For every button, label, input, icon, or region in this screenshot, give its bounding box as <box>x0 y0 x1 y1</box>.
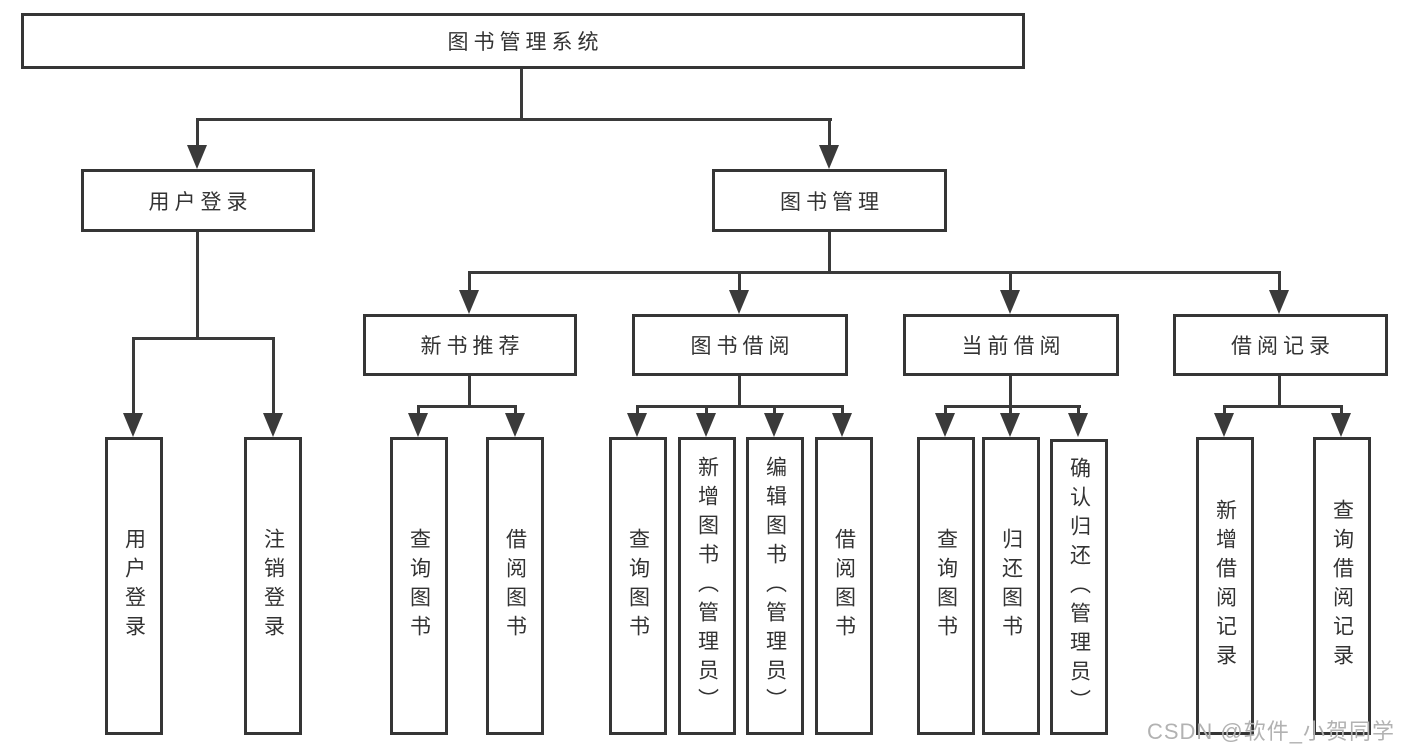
arrow-down-icon <box>123 413 143 437</box>
connector-arrow-shaft-book-borrow <box>738 271 741 293</box>
connector-book-mgmt-split <box>468 271 1281 274</box>
leaf-query-book-borrow: 查询图书 <box>609 437 667 735</box>
arrow-down-icon <box>1000 413 1020 437</box>
connector-arrow-shaft-leaf-user-login <box>132 337 135 415</box>
node-user-login: 用户登录 <box>81 169 315 232</box>
leaf-return-book: 归还图书 <box>982 437 1040 735</box>
connector-book-borrow-trunk <box>738 376 741 408</box>
node-book-borrow: 图书借阅 <box>632 314 848 376</box>
connector-arrow-shaft <box>514 405 517 417</box>
arrow-down-icon <box>505 413 525 437</box>
arrow-down-icon <box>408 413 428 437</box>
arrow-down-icon <box>832 413 852 437</box>
connector-borrow-records-split <box>1223 405 1343 408</box>
leaf-borrow-book-recommend: 借阅图书 <box>486 437 544 735</box>
connector-new-book-rec-split <box>417 405 517 408</box>
connector-arrow-shaft <box>1077 405 1080 417</box>
arrow-down-icon <box>263 413 283 437</box>
arrow-down-icon <box>729 290 749 314</box>
connector-root-trunk <box>520 69 523 118</box>
connector-user-login-split <box>132 337 275 340</box>
leaf-user-login: 用户登录 <box>105 437 163 735</box>
connector-arrow-shaft <box>944 405 947 417</box>
leaf-confirm-return-admin: 确认归还（管理员） <box>1050 439 1108 735</box>
arrow-down-icon <box>1000 290 1020 314</box>
arrow-down-icon <box>1214 413 1234 437</box>
connector-arrow-shaft <box>841 405 844 417</box>
connector-arrow-shaft <box>773 405 776 417</box>
arrow-down-icon <box>696 413 716 437</box>
connector-current-borrow-split <box>944 405 1081 408</box>
arrow-down-icon <box>1269 290 1289 314</box>
leaf-logout: 注销登录 <box>244 437 302 735</box>
leaf-add-book-admin: 新增图书（管理员） <box>678 437 736 735</box>
arrow-down-icon <box>819 145 839 169</box>
connector-arrow-shaft-borrow-records <box>1278 271 1281 293</box>
connector-arrow-shaft-current-borrow <box>1009 271 1012 293</box>
arrow-down-icon <box>764 413 784 437</box>
connector-arrow-shaft <box>705 405 708 417</box>
node-borrow-records: 借阅记录 <box>1173 314 1388 376</box>
connector-arrow-shaft-book-mgmt <box>828 118 831 148</box>
connector-current-borrow-trunk <box>1009 376 1012 408</box>
connector-borrow-records-trunk <box>1278 376 1281 408</box>
connector-arrow-shaft-user-login <box>196 118 199 148</box>
connector-arrow-shaft <box>1009 405 1012 417</box>
leaf-edit-book-admin: 编辑图书（管理员） <box>746 437 804 735</box>
leaf-borrow-book-borrow: 借阅图书 <box>815 437 873 735</box>
connector-new-book-rec-trunk <box>468 376 471 408</box>
leaf-query-borrow-record: 查询借阅记录 <box>1313 437 1371 735</box>
leaf-query-book-current: 查询图书 <box>917 437 975 735</box>
arrow-down-icon <box>627 413 647 437</box>
node-book-mgmt: 图书管理 <box>712 169 947 232</box>
arrow-down-icon <box>187 145 207 169</box>
connector-root-split <box>196 118 832 121</box>
arrow-down-icon <box>1068 413 1088 437</box>
csdn-watermark: CSDN @软件_小贺同学 <box>1146 719 1395 744</box>
connector-book-mgmt-trunk <box>828 232 831 273</box>
connector-arrow-shaft <box>636 405 639 417</box>
connector-arrow-shaft <box>1223 405 1226 417</box>
connector-user-login-trunk <box>196 232 199 339</box>
arrow-down-icon <box>1331 413 1351 437</box>
connector-book-borrow-split <box>636 405 844 408</box>
node-root: 图书管理系统 <box>21 13 1025 69</box>
connector-arrow-shaft <box>1340 405 1343 417</box>
leaf-query-book-recommend: 查询图书 <box>390 437 448 735</box>
connector-arrow-shaft-leaf-logout <box>272 337 275 415</box>
connector-arrow-shaft <box>417 405 420 417</box>
arrow-down-icon <box>935 413 955 437</box>
arrow-down-icon <box>459 290 479 314</box>
connector-arrow-shaft-new-book-rec <box>468 271 471 293</box>
leaf-add-borrow-record: 新增借阅记录 <box>1196 437 1254 735</box>
node-current-borrow: 当前借阅 <box>903 314 1119 376</box>
node-new-book-rec: 新书推荐 <box>363 314 577 376</box>
